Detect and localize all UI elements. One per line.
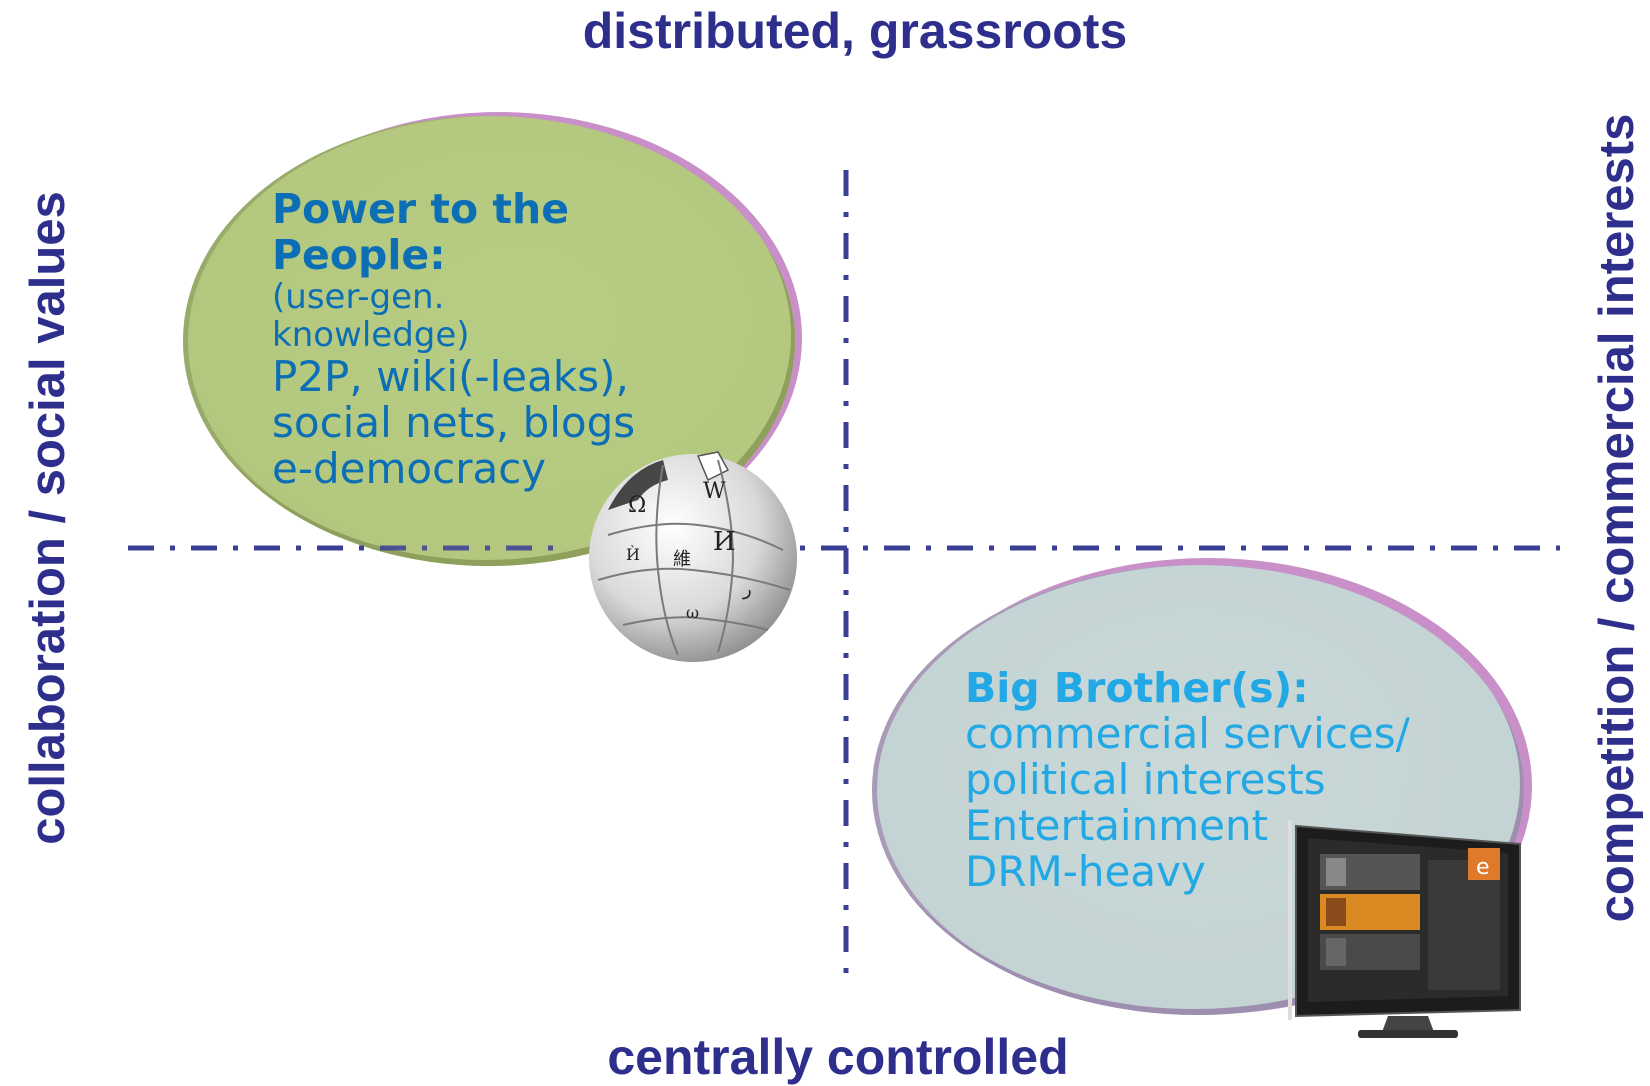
power-heading-line2: People:: [272, 231, 446, 279]
big-brother-line-3: Entertainment: [965, 801, 1269, 850]
big-brother-heading: Big Brother(s):: [965, 664, 1309, 712]
big-brother-text: Big Brother(s): commercial services/ pol…: [965, 665, 1410, 895]
axis-label-left: collaboration / social values: [21, 191, 75, 845]
big-brother-line-1: commercial services/: [965, 709, 1410, 758]
television-icon: e: [1288, 820, 1521, 1038]
svg-text:W: W: [703, 479, 726, 504]
power-to-the-people-text: Power to the People: (user-gen. knowledg…: [272, 186, 635, 492]
big-brother-line-2: political interests: [965, 755, 1326, 804]
wikipedia-globe-icon: Ω W Ѝ И 維 ر ω: [589, 451, 797, 662]
svg-text:Ѝ: Ѝ: [626, 544, 640, 564]
power-heading-line1: Power to the: [272, 185, 570, 233]
svg-text:ω: ω: [686, 603, 699, 622]
axis-label-right: competition / commercial interests: [1590, 113, 1644, 923]
axis-label-bottom: centrally controlled: [607, 1029, 1069, 1085]
power-sub-line1: (user-gen.: [272, 277, 445, 317]
svg-text:Ω: Ω: [628, 493, 646, 518]
power-sub-line2: knowledge): [272, 315, 470, 355]
svg-text:И: И: [713, 527, 736, 557]
power-line-1: P2P, wiki(-leaks),: [272, 352, 629, 401]
power-line-3: e-democracy: [272, 444, 547, 493]
svg-text:e: e: [1476, 855, 1490, 880]
power-line-2: social nets, blogs: [272, 398, 636, 447]
axis-label-top: distributed, grassroots: [582, 3, 1128, 59]
svg-text:維: 維: [673, 549, 691, 570]
big-brother-line-4: DRM-heavy: [965, 847, 1206, 896]
svg-text:ر: ر: [742, 579, 752, 600]
